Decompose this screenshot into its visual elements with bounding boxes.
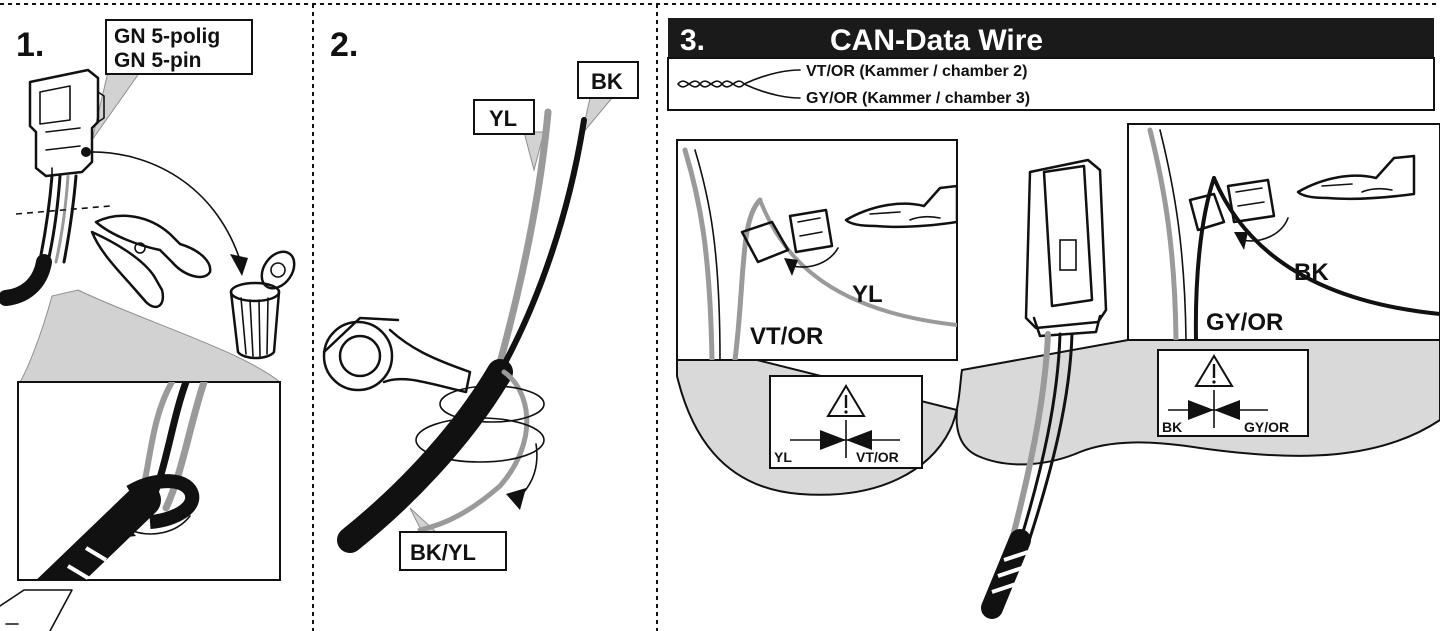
step-2: 2. YL BK BK/YL [322,26,639,571]
wrap-arrow-upper [439,385,545,423]
page-corner [0,589,73,631]
left-warn-label-yl: YL [774,449,792,465]
discard-arrow [85,151,241,261]
wire-bk-yl-bundle [337,359,513,553]
right-warning-box [1157,349,1309,437]
connector-wires [0,174,111,306]
bkyl-label-box [399,531,507,571]
twisted-pair-icon [677,69,801,99]
can-connector-wires [981,331,1074,619]
step-2-number: 2. [330,26,358,64]
wrap-arrow-lower [415,417,545,463]
tape-detail-callout [19,289,282,383]
left-label-vtor: VT/OR [750,323,823,350]
wire-bk [497,117,587,375]
right-warn-label-bk: BK [1162,419,1182,435]
can-connector [1024,158,1108,338]
left-detail-panel [676,139,958,361]
bk-label-box [577,61,639,99]
step-1-number: 1. [16,26,44,64]
label-bk-yl: BK/YL [410,540,476,565]
warning-triangle-icon [1194,354,1234,387]
wrap-arrow-head [506,488,526,510]
step-3-number: 3. [680,24,705,57]
connector-5pin [28,68,105,178]
right-detail-drawing [1147,127,1440,340]
tape-detail-drawing [36,382,208,580]
connector-label-line1: GN 5-polig [114,25,220,48]
yl-label-box [473,99,535,135]
step-3: 3. CAN-Data Wire VT/OR (Kammer / chamber… [667,18,1440,619]
right-label-gyor: GY/OR [1206,309,1283,336]
bk-callout-wedge [581,97,614,135]
tape-roll-icon [322,316,472,394]
connector-label-box [105,19,253,75]
step-3-title: CAN-Data Wire [830,24,1043,57]
right-label-bk: BK [1294,259,1329,286]
wire-legend-box [667,57,1435,111]
step-3-header-bar [668,18,1434,58]
left-detail-drawing [682,147,957,360]
discard-arrow-head [230,254,248,276]
section-dividers [0,3,1440,631]
trash-bin-icon [229,250,296,360]
step-1: 1. GN 5-polig GN 5-pin [0,19,296,631]
scissors-cutter-icon [90,214,212,309]
connector-label-line2: GN 5-pin [114,49,202,72]
arrows-facing-icon [1168,390,1268,428]
label-yl: YL [489,106,517,131]
left-label-yl: YL [852,281,883,308]
right-warn-label-gyor: GY/OR [1244,419,1289,435]
legend-line-1: VT/OR (Kammer / chamber 2) [806,63,1027,80]
legend-line-2: GY/OR (Kammer / chamber 3) [806,90,1030,107]
label-bk: BK [591,69,623,94]
wire-yl [494,108,552,374]
left-warn-label-vtor: VT/OR [856,449,899,465]
arrows-facing-icon [790,420,900,458]
wire-yl-loop [417,369,530,533]
warning-triangle-icon [826,384,866,417]
